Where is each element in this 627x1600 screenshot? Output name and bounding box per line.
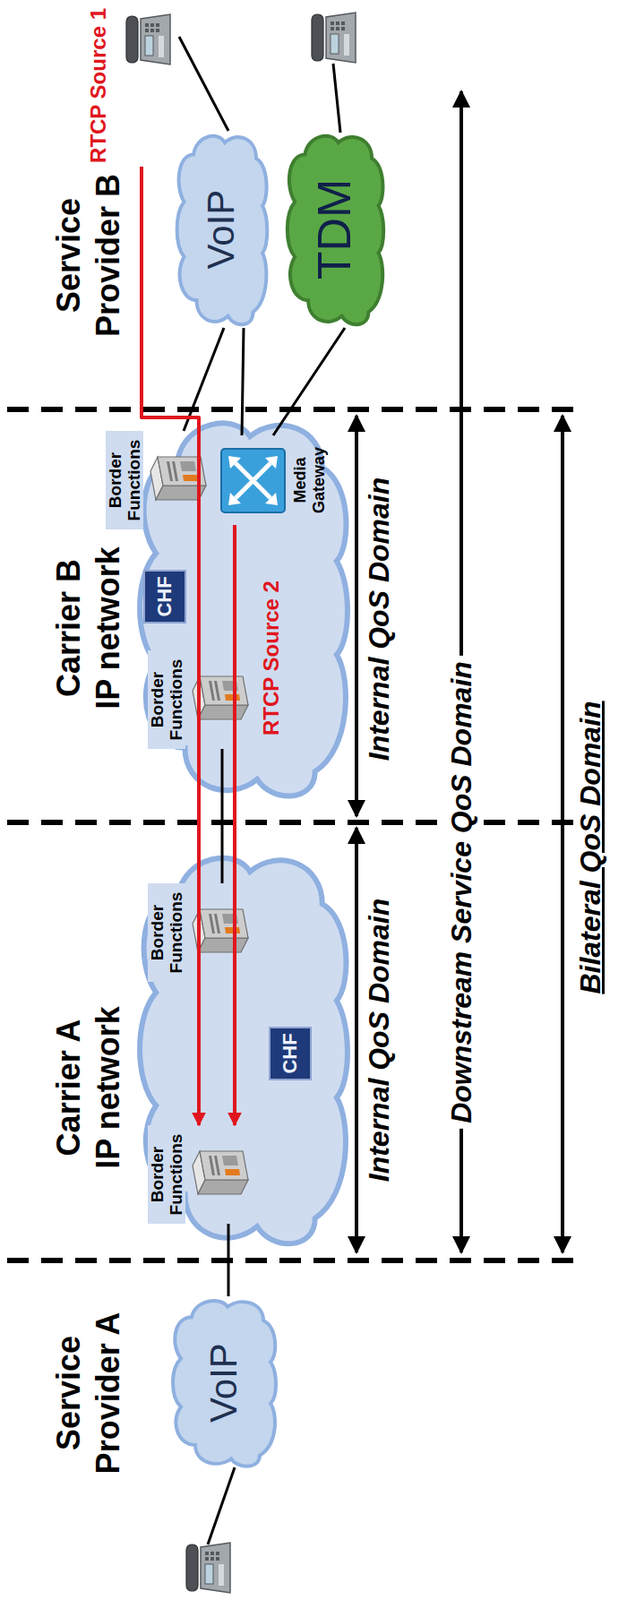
- border-functions: Border Functions: [147, 1125, 252, 1224]
- border-functions: Border Functions: [147, 650, 252, 749]
- carrier-title: Carrier A IP network: [49, 1002, 129, 1173]
- phone-icon: [311, 12, 356, 63]
- rtcp-source-label: RTCP Source 2: [257, 580, 284, 736]
- media-gateway-label: Media Gateway: [291, 435, 329, 525]
- cloud-text-area: VoIP: [174, 130, 269, 328]
- phone-icon: [122, 12, 173, 67]
- network-cloud: TDM: [284, 130, 386, 328]
- server-icon: [146, 453, 210, 507]
- link-line: [273, 327, 345, 436]
- server-icon: [188, 672, 252, 727]
- rtcp-source-label: RTCP Source 1: [85, 3, 112, 167]
- media-gateway: Media Gateway: [219, 435, 334, 525]
- chf-box: CHF: [268, 1026, 312, 1081]
- border-functions-label: Border Functions: [147, 1125, 186, 1224]
- domain-label: Downstream Service QoS Domain: [444, 655, 479, 1129]
- chf-label: CHF: [153, 575, 177, 617]
- phone-icon: [186, 1542, 231, 1593]
- server-icon: [188, 1147, 252, 1202]
- column-title: Service Provider B: [49, 169, 129, 342]
- link-line: [183, 327, 224, 431]
- link-line: [221, 748, 224, 884]
- domain-label: Bilateral QoS Domain: [573, 700, 608, 994]
- link-line: [179, 36, 229, 131]
- rtcp-phone: RTCP Source 1: [85, 3, 180, 167]
- column-title: Service Provider A: [49, 1294, 129, 1492]
- chf-box: CHF: [143, 569, 187, 624]
- cloud-text-area: VoIP: [170, 1296, 278, 1469]
- domain-arrows: [356, 91, 563, 1253]
- rtcp-flow-arrow: [232, 524, 237, 1126]
- cloud-text-area: TDM: [284, 130, 386, 328]
- carrier-heading-area: Carrier B IP network: [49, 542, 129, 713]
- domain-label: Internal QoS Domain: [361, 477, 396, 761]
- link-line: [227, 1223, 231, 1297]
- media-gateway-icon: [219, 446, 287, 515]
- carrier-network: Carrier A IP networkBorder FunctionsCHFB…: [49, 847, 352, 1251]
- network-cloud: VoIP: [170, 1296, 278, 1469]
- carrier-network: Carrier B IP networkBorder FunctionsCHFB…: [49, 412, 352, 803]
- domain-dividers: [7, 409, 574, 1261]
- domain-label: Internal QoS Domain: [361, 898, 396, 1182]
- cloud-label: VoIP: [200, 189, 242, 270]
- border-functions-label: Border Functions: [147, 883, 186, 982]
- link-line: [241, 327, 244, 436]
- border-functions-label: Border Functions: [147, 650, 186, 749]
- rtcp-flow-arrow: [141, 166, 199, 1126]
- cloud-label: TDM: [309, 179, 361, 281]
- border-functions-label: Border Functions: [105, 430, 144, 530]
- border-functions: Border Functions: [105, 430, 210, 530]
- border-functions: Border Functions: [147, 883, 252, 982]
- network-cloud: VoIP: [174, 130, 269, 328]
- carrier-heading-area: Carrier A IP network: [49, 1002, 129, 1173]
- cloud-label: VoIP: [203, 1342, 245, 1423]
- server-icon: [188, 905, 252, 960]
- chf-label: CHF: [278, 1032, 302, 1074]
- carrier-title: Carrier B IP network: [49, 542, 129, 713]
